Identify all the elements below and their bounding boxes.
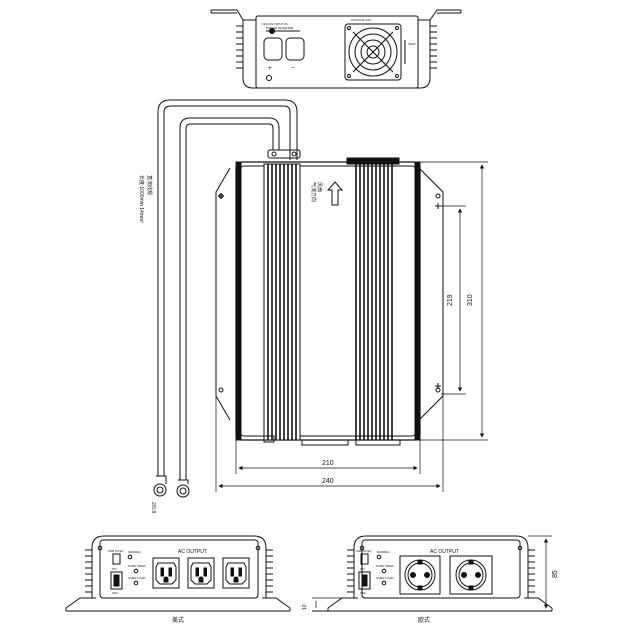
fan-label-line2: VENT — [408, 42, 416, 46]
front-view-eu — [312, 535, 553, 612]
cable-lug-right — [176, 479, 190, 498]
eu-led-normal-icon — [376, 554, 382, 560]
airflow-note-line1: 风扇 — [316, 182, 323, 192]
eu-led-overtemp-icon — [381, 568, 387, 574]
eu-switch-on-label: ON — [360, 567, 365, 571]
inverter-main-body — [215, 157, 444, 446]
airflow-arrow-icon — [326, 181, 344, 206]
us-overtemp-label: OVER TEMP — [128, 564, 146, 568]
us-outlet-3 — [222, 557, 250, 589]
led-normal-icon — [127, 554, 133, 560]
cable-note-line2: 长度:1000mm 14mm² — [138, 175, 145, 223]
plus-sign: + — [268, 65, 272, 72]
top-left-fins — [236, 25, 243, 69]
fan-label-line1: COOLING FAN — [351, 18, 372, 22]
eu-outlet-2 — [449, 555, 493, 595]
top-right-fins — [430, 25, 437, 69]
dc-positive-terminal — [263, 37, 283, 61]
us-outlet-2 — [187, 557, 215, 589]
top-end-view — [210, 9, 462, 89]
heatsink-fins-right — [355, 164, 393, 440]
dimension-side-height: 85 — [552, 570, 559, 578]
eu-usb-port-icon — [360, 553, 369, 565]
top-label-line1: 12V/24V INPUT DC — [262, 22, 289, 26]
top-label-line2: POWER INVERTER — [266, 26, 294, 30]
eu-usb-label: USB 5V/1A — [356, 549, 371, 553]
dimension-height-total: 310 — [467, 294, 474, 306]
minus-sign: − — [291, 65, 295, 72]
eu-led-overload-icon — [381, 580, 387, 586]
dimension-height-mount: 219 — [447, 294, 454, 306]
dimension-width-total: 240 — [322, 478, 334, 485]
dc-cables — [153, 99, 301, 498]
us-switch-on-label: ON — [112, 567, 117, 571]
eu-normal-label: NORMAL — [377, 550, 390, 554]
dimension-width-body: 210 — [322, 460, 334, 467]
led-overload-icon — [133, 580, 139, 586]
us-normal-label: NORMAL — [128, 550, 141, 554]
eu-overtemp-label: OVER TEMP — [376, 564, 394, 568]
eu-power-switch — [358, 571, 371, 590]
cable-tag: 2/0.8 — [150, 502, 156, 513]
usb-port-icon — [112, 553, 121, 565]
eu-caption: 欧式 — [418, 616, 430, 624]
dc-negative-terminal — [285, 37, 305, 61]
us-outlet-1 — [152, 557, 180, 589]
us-ac-output-title: AC OUTPUT — [178, 549, 207, 555]
airflow-note-line2: 气流方向 — [310, 182, 317, 202]
us-usb-label: USB 5V/1A — [108, 549, 123, 553]
eu-outlet-1 — [399, 555, 441, 595]
eu-overload-label: OVER LOAD — [376, 576, 394, 580]
dimension-lines — [215, 161, 488, 492]
cooling-fan-icon — [344, 23, 402, 81]
front-view-us — [65, 535, 291, 612]
heatsink-fins-left — [267, 164, 297, 440]
us-caption: 美式 — [172, 616, 184, 624]
cable-lug-left — [153, 475, 167, 497]
us-switch-off-label: OFF — [112, 591, 118, 595]
cable-note-line1: 直流线规 — [146, 175, 153, 195]
power-switch — [110, 571, 123, 590]
eu-ac-output-title: AC OUTPUT — [430, 549, 459, 555]
dimension-foot-height: 10 — [302, 604, 308, 610]
eu-switch-off-label: OFF — [360, 591, 366, 595]
us-overload-label: OVER LOAD — [128, 576, 146, 580]
led-overtemp-icon — [133, 568, 139, 574]
